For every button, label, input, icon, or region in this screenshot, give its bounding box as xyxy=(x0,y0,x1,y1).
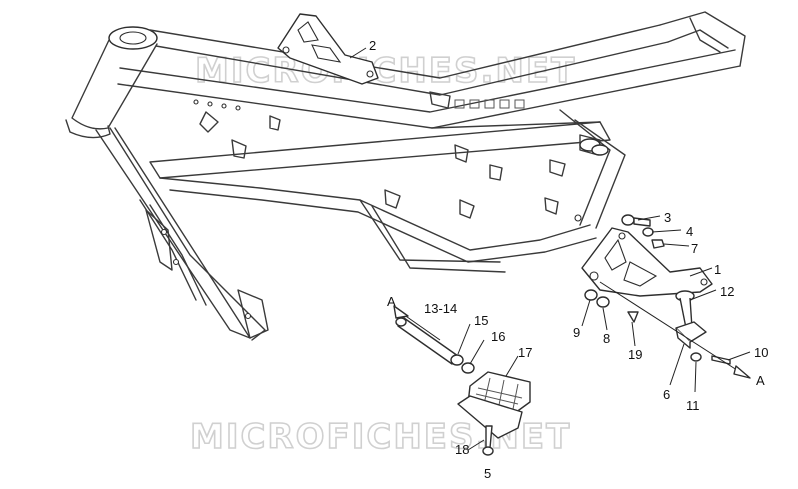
callout-18: 18 xyxy=(455,442,469,457)
arrow-a-right xyxy=(733,365,751,379)
arrow-a-left xyxy=(393,305,409,319)
washer-8 xyxy=(596,296,610,308)
nut-9 xyxy=(584,289,598,301)
callout-16: 16 xyxy=(491,329,505,344)
callout-2: 2 xyxy=(369,38,376,53)
callout-12: 12 xyxy=(720,284,734,299)
callout-1: 1 xyxy=(714,262,721,277)
callout-10: 10 xyxy=(754,345,768,360)
callout-9: 9 xyxy=(573,325,580,340)
washer-15 xyxy=(450,354,464,366)
callout-4: 4 xyxy=(686,224,693,239)
callout-7: 7 xyxy=(691,241,698,256)
arrow-label-right: A xyxy=(756,373,765,388)
footrest-pin-12 xyxy=(675,290,695,329)
motorcycle-frame xyxy=(65,11,746,341)
callout-5: 5 xyxy=(484,466,491,481)
bolt-5 xyxy=(482,446,494,456)
callout-11: 11 xyxy=(686,398,700,413)
footrest-pin-13-14 xyxy=(395,317,459,365)
callout-17: 17 xyxy=(518,345,532,360)
callout-8: 8 xyxy=(603,331,610,346)
callout-6: 6 xyxy=(663,387,670,402)
callout-19: 19 xyxy=(628,347,642,362)
clip-16 xyxy=(461,362,475,374)
callout-15: 15 xyxy=(474,313,488,328)
footrest-bracket-right xyxy=(581,227,713,297)
callout-13-14: 13-14 xyxy=(424,301,457,316)
footrest-bracket-left xyxy=(277,13,379,85)
arrow-label-left: A xyxy=(387,294,396,309)
callout-3: 3 xyxy=(664,210,671,225)
plug-19 xyxy=(627,311,639,323)
nut-11 xyxy=(690,352,702,362)
footrest-clamp-6 xyxy=(675,321,707,349)
